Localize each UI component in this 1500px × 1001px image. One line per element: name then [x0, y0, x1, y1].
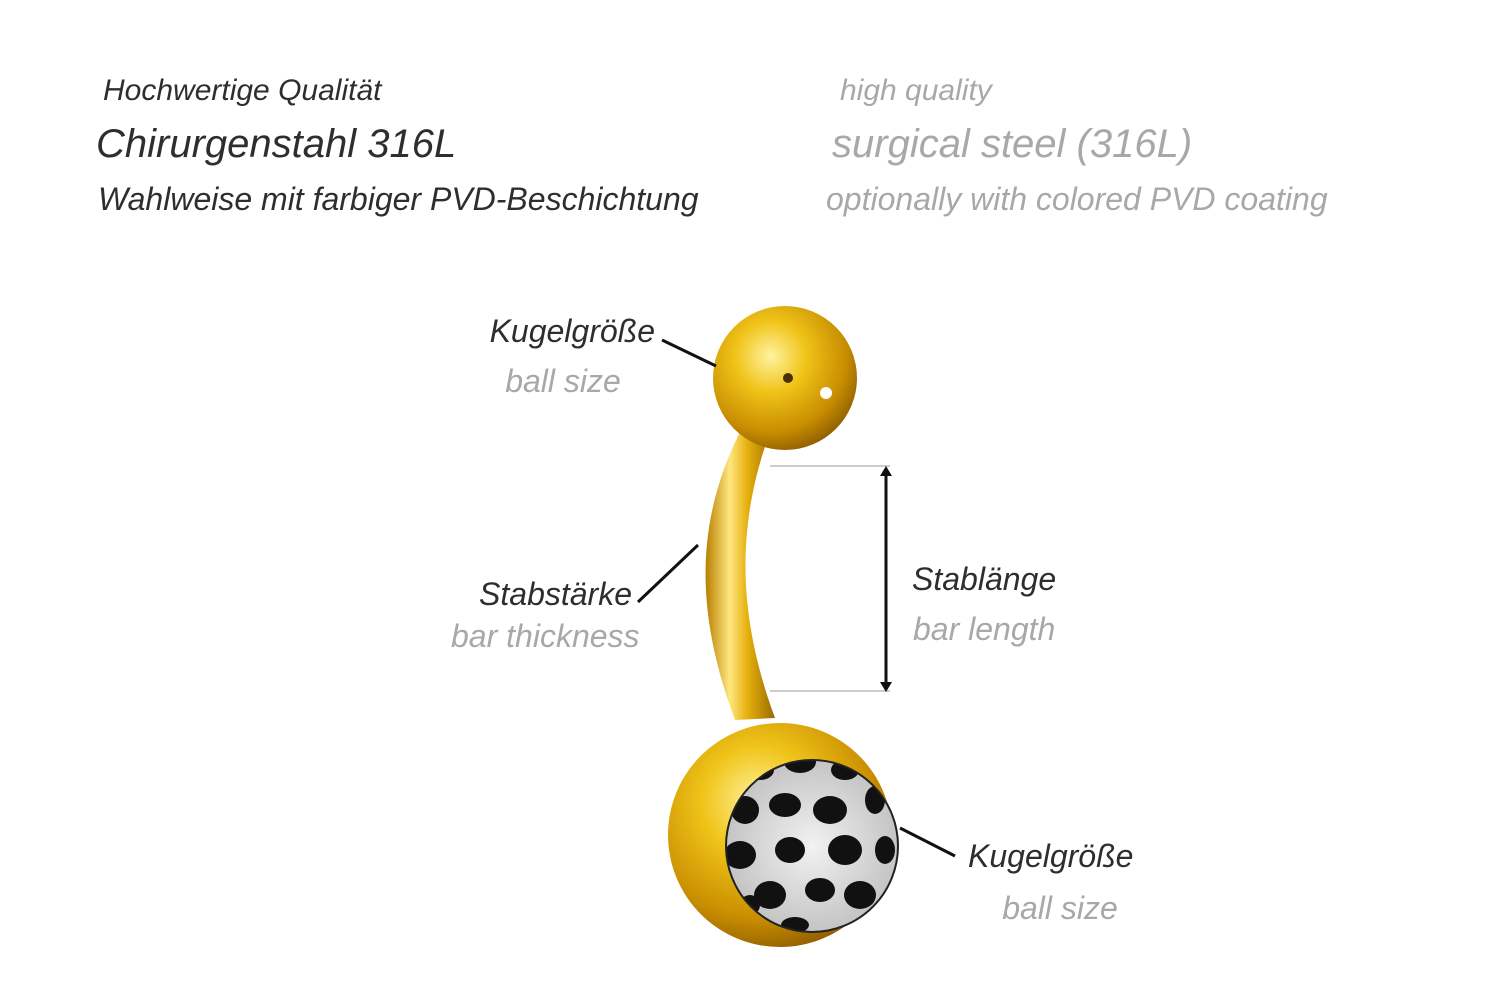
leopard-spot: [784, 760, 816, 773]
coating-en: optionally with colored PVD coating: [826, 181, 1328, 217]
leopard-spot: [775, 837, 805, 863]
bottom-ball-label-en: ball size: [1002, 890, 1118, 926]
bottom-ball-label-de: Kugelgröße: [968, 838, 1133, 874]
top-ball-label-en: ball size: [505, 363, 621, 399]
quality-de: Hochwertige Qualität: [103, 74, 383, 107]
material-de: Chirurgenstahl 316L: [96, 122, 456, 166]
leopard-spot: [844, 881, 876, 909]
ball-hole: [783, 373, 793, 383]
top-ball-label-de: Kugelgröße: [490, 313, 655, 349]
curved-bar: [705, 428, 775, 720]
quality-en: high quality: [840, 74, 994, 107]
ball-highlight: [820, 387, 832, 399]
bar-length-label-en: bar length: [913, 611, 1055, 647]
bar-length-label-de: Stablänge: [912, 561, 1056, 597]
leopard-spot: [813, 796, 847, 824]
coating-de: Wahlweise mit farbiger PVD-Beschichtung: [98, 181, 699, 217]
bar-thickness-label-de: Stabstärke: [479, 576, 632, 612]
leopard-spot: [726, 841, 756, 869]
bar-thickness-label-en: bar thickness: [451, 618, 640, 654]
leopard-spot: [769, 793, 801, 817]
leopard-spot: [875, 836, 895, 864]
leopard-spot: [828, 835, 862, 865]
leader-line-bottom-ball: [899, 826, 956, 858]
leader-line-top-ball: [661, 338, 717, 368]
material-en: surgical steel (316L): [832, 122, 1192, 166]
leopard-spot: [805, 878, 835, 902]
leader-line-bar-thickness: [636, 543, 700, 604]
leopard-spot: [754, 881, 786, 909]
